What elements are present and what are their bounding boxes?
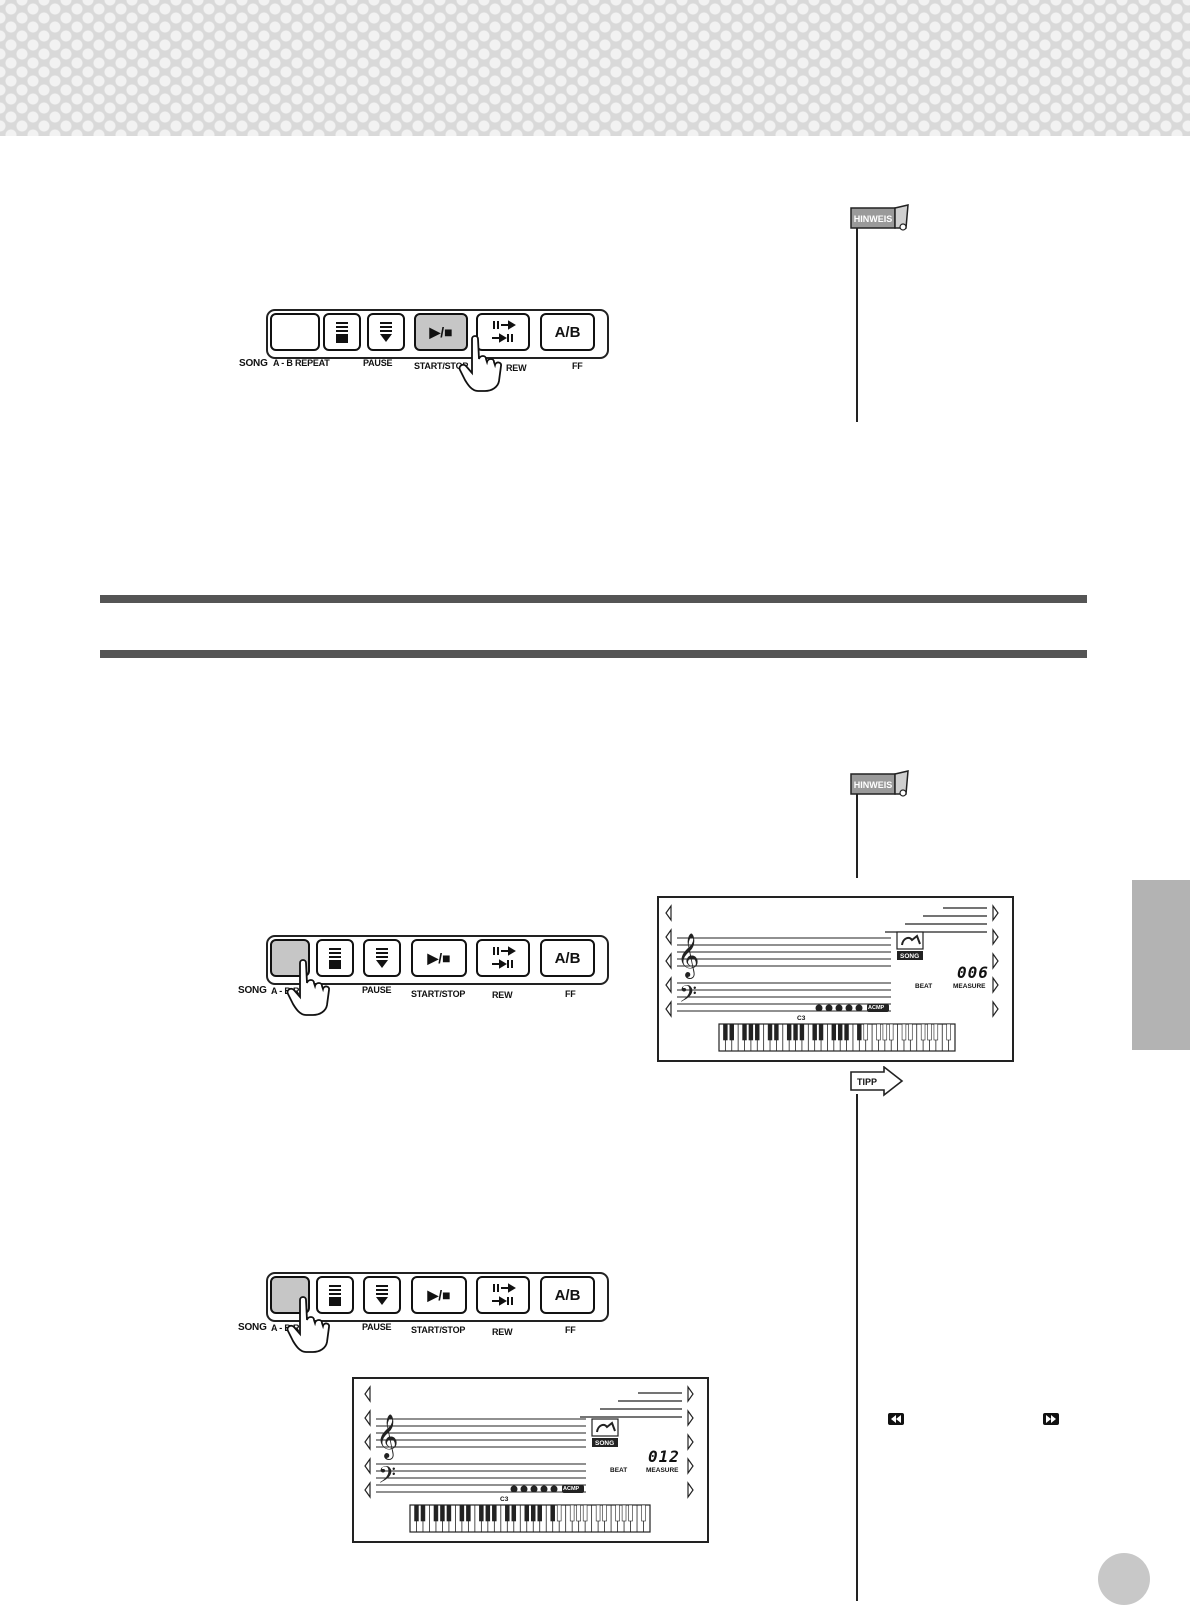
lcd-measure-value: 012 [648, 1447, 680, 1466]
pause-label: PAUSE [362, 985, 392, 995]
lcd-key-marker: C3 [797, 1015, 806, 1022]
hand-press-icon [286, 959, 330, 1016]
lines-up-icon [329, 948, 341, 969]
tipp-tag: TIPP [850, 1066, 904, 1097]
tipp-line [856, 1094, 858, 1601]
pause-button[interactable] [363, 1276, 401, 1314]
lcd-measure-label: MEASURE [646, 1467, 679, 1474]
lcd-acmp-label: ACMP [563, 1486, 580, 1492]
ab-label: A/B [554, 323, 581, 341]
ab-label: A/B [554, 949, 581, 967]
svg-text:𝄞: 𝄞 [376, 1414, 398, 1460]
song-up-button[interactable] [316, 1276, 354, 1314]
rew-icon [492, 946, 516, 969]
start-stop-label: START/STOP [411, 1325, 466, 1335]
hinweis-label-2: HINWEIS [854, 780, 893, 790]
lcd-song-label: SONG [595, 1440, 615, 1447]
ff-label: FF [565, 1325, 576, 1335]
lines-up-icon [329, 1285, 341, 1306]
fast-forward-icon [1043, 1413, 1059, 1425]
ab-button[interactable]: A/B [540, 1276, 595, 1314]
lines-down-icon [376, 1285, 388, 1305]
start-stop-button[interactable]: ▶/■ [414, 313, 468, 351]
lcd-song-label: SONG [900, 953, 920, 960]
rew-label: REW [492, 1327, 513, 1337]
song-up-button[interactable] [323, 313, 361, 351]
hand-press-icon [458, 335, 502, 392]
lines-down-icon [376, 948, 388, 968]
start-stop-button[interactable]: ▶/■ [411, 939, 467, 977]
ff-label: FF [572, 361, 583, 371]
song-label: SONG [239, 358, 268, 369]
ff-label: FF [565, 989, 576, 999]
lines-up-icon [336, 322, 348, 343]
rew-label: REW [492, 990, 513, 1000]
pause-button[interactable] [367, 313, 405, 351]
rew-label: REW [506, 363, 527, 373]
lcd-acmp-label: ACMP [868, 1005, 885, 1011]
lcd-staff-art: 𝄞 𝄢 [665, 904, 999, 1052]
hand-press-icon [286, 1296, 330, 1353]
ab-repeat-button[interactable] [270, 313, 320, 351]
start-stop-button[interactable]: ▶/■ [411, 1276, 467, 1314]
ab-repeat-label: A - B REPEAT [273, 358, 330, 368]
hinweis-line-2 [856, 794, 858, 878]
lcd-key-marker: C3 [500, 1496, 509, 1503]
control-panel-middle: ▶/■ A/B SONG A - B RE PAUSE START/STOP R… [238, 935, 641, 1025]
svg-text:𝄞: 𝄞 [677, 933, 699, 979]
play-stop-icon: ▶/■ [427, 1286, 451, 1303]
lcd-measure-value: 006 [957, 963, 989, 982]
song-up-button[interactable] [316, 939, 354, 977]
tipp-label: TIPP [857, 1077, 877, 1087]
start-stop-label: START/STOP [411, 989, 466, 999]
control-panel-top: ▶/■ A/B SONG A - B REPEAT PAUSE START/ST… [239, 309, 641, 399]
lcd-beat-label: BEAT [610, 1467, 628, 1474]
control-panel-bottom: ▶/■ A/B SONG A - B RE PAUSE START/STOP R… [238, 1272, 641, 1362]
svg-text:𝄢: 𝄢 [679, 980, 697, 1013]
hinweis-label-1: HINWEIS [854, 214, 893, 224]
start-stop-label: START/STOP [414, 361, 469, 371]
dotted-header-overlay [0, 0, 1190, 136]
rew-icon [492, 320, 516, 343]
lcd-staff-art: 𝄞 𝄢 [364, 1385, 694, 1533]
lcd-measure-label: MEASURE [953, 983, 986, 990]
lines-down-icon [380, 322, 392, 342]
lcd-display-2: 𝄞 𝄢 SONG BEAT MEASURE 012 ACMP C3 [352, 1377, 709, 1543]
rew-icon [492, 1283, 516, 1306]
rew-button[interactable] [476, 1276, 530, 1314]
rew-button[interactable] [476, 939, 530, 977]
lcd-display-1: 𝄞 𝄢 SONG BEAT MEASURE 006 ACMP C3 [657, 896, 1014, 1062]
song-label: SONG [238, 985, 267, 996]
rewind-icon [888, 1413, 904, 1425]
ab-label: A/B [554, 1286, 581, 1304]
ab-button[interactable]: A/B [540, 313, 595, 351]
hinweis-tag-2: HINWEIS [850, 770, 909, 797]
pause-label: PAUSE [363, 358, 393, 368]
svg-text:𝄢: 𝄢 [378, 1461, 396, 1494]
chapter-side-tab [1132, 880, 1190, 1050]
song-label: SONG [238, 1322, 267, 1333]
rew-button[interactable] [476, 313, 530, 351]
lcd-beat-label: BEAT [915, 983, 933, 990]
hinweis-tag-1: HINWEIS [850, 204, 909, 231]
hinweis-line-1 [856, 228, 858, 422]
play-stop-icon: ▶/■ [429, 323, 453, 340]
play-stop-icon: ▶/■ [427, 949, 451, 966]
pause-label: PAUSE [362, 1322, 392, 1332]
pause-button[interactable] [363, 939, 401, 977]
section-rule-top [100, 595, 1087, 603]
ab-button[interactable]: A/B [540, 939, 595, 977]
section-rule-bottom [100, 650, 1087, 658]
page-number-circle [1098, 1553, 1150, 1605]
